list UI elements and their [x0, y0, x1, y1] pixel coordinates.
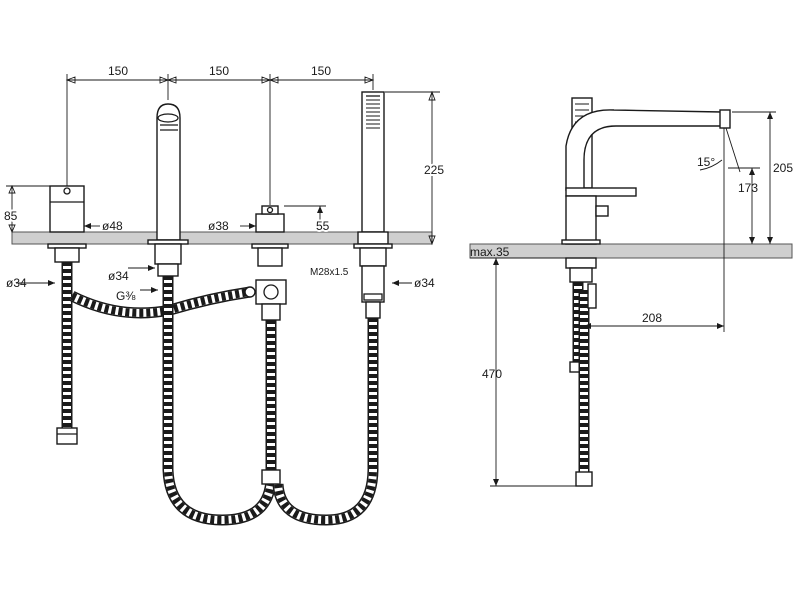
spout: ø34 G⅜ [108, 103, 189, 303]
handshower-holder: ø34 [353, 91, 435, 319]
dim-angle: 15° [697, 155, 715, 169]
side-height-dims: 205 173 15° [697, 111, 793, 244]
connection-hoses [69, 276, 379, 526]
dim-dia-spout-base: ø34 [108, 269, 129, 283]
side-faucet [561, 97, 731, 283]
dim-spacing-3: 150 [311, 64, 331, 78]
spacing-dimension: 150 150 150 [65, 64, 375, 205]
dim-thread-connector: M28x1.5 [310, 267, 349, 278]
left-hose: ø34 [6, 262, 78, 445]
dim-spacing-1: 150 [108, 64, 128, 78]
dim-hose-length: 470 [482, 367, 502, 381]
dim-height-handshower: 225 [424, 163, 444, 177]
mixer-valve: ø48 [47, 185, 123, 263]
dim-225: 225 [385, 90, 446, 246]
dim-85: 85 [2, 184, 50, 234]
dim-dia-holder: ø34 [414, 276, 435, 290]
side-projection-dim: 208 [584, 128, 725, 332]
counter-deck-side [469, 243, 793, 259]
dim-height-spout: 173 [738, 181, 758, 195]
front-view: 150 150 150 225 85 ø48 [2, 64, 446, 526]
dim-spacing-2: 150 [209, 64, 229, 78]
dim-dia-left-hose: ø34 [6, 276, 27, 290]
side-hoses [569, 282, 597, 487]
dim-height-valve: 85 [4, 209, 18, 223]
dim-dia-valve: ø48 [102, 219, 123, 233]
dim-height-total: 205 [773, 161, 793, 175]
diverter: ø38 55 M28x1.5 [208, 205, 349, 321]
dim-dia-diverter: ø38 [208, 219, 229, 233]
dim-projection: 208 [642, 311, 662, 325]
dim-thread-spout: G⅜ [116, 289, 136, 303]
dim-max-deck: max.35 [470, 245, 510, 259]
side-hose-length-dim: 470 [482, 257, 578, 487]
dim-height-diverter: 55 [316, 219, 330, 233]
side-view: max.35 [469, 97, 793, 487]
